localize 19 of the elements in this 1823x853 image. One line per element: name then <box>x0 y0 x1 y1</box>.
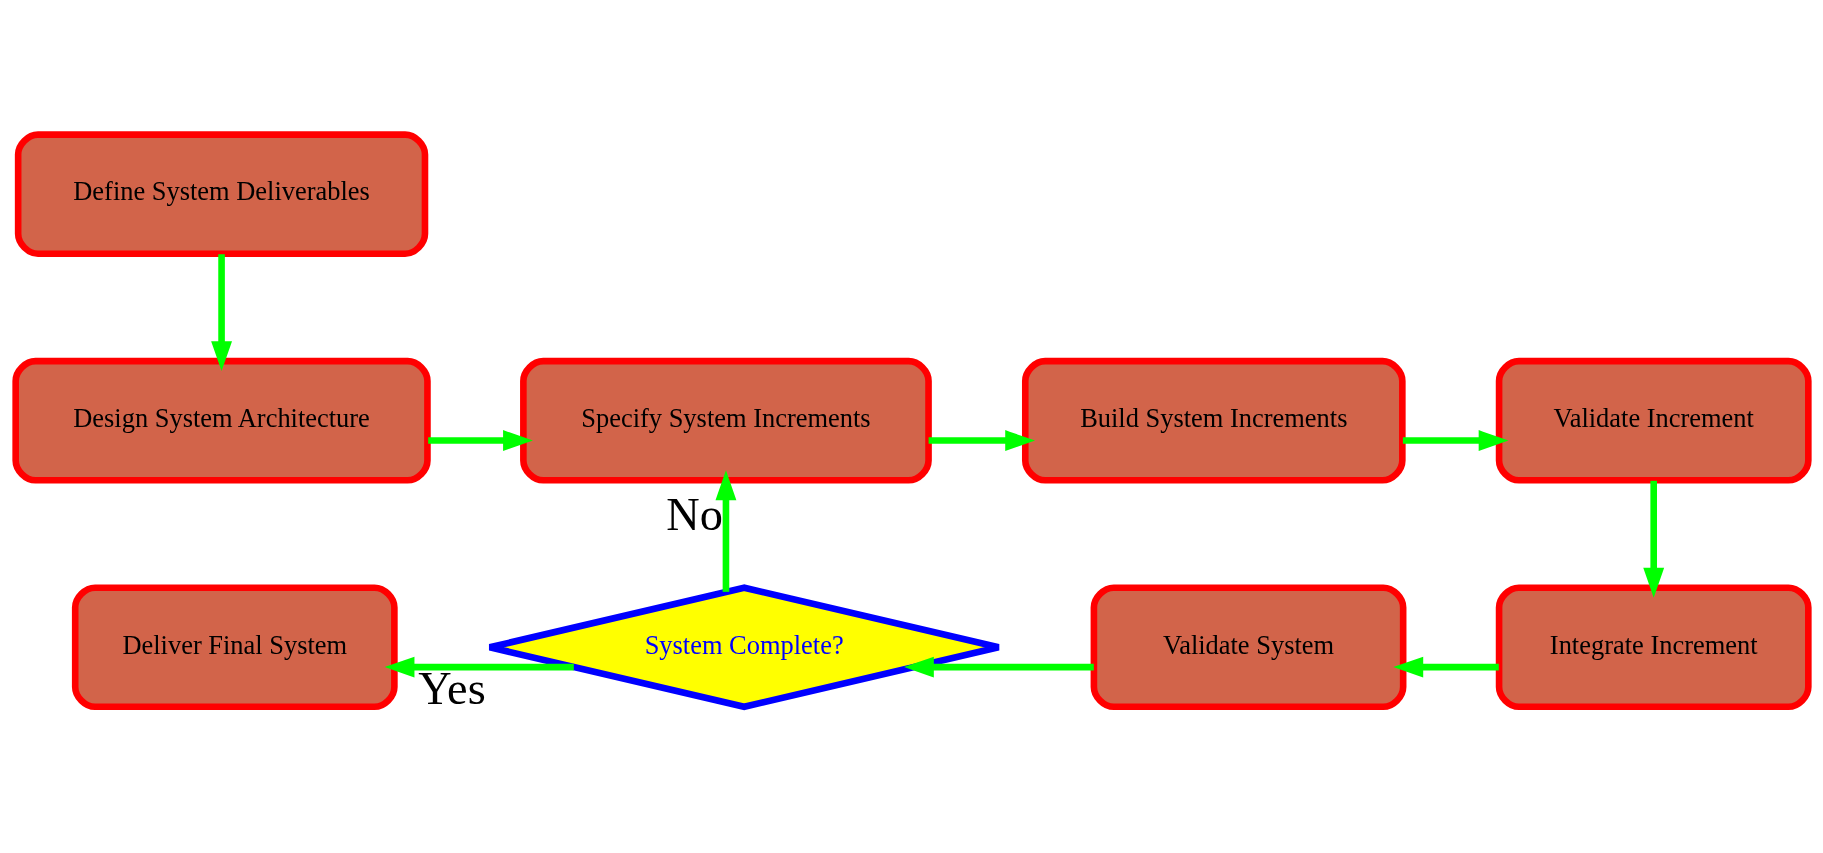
node-box: Specify System Increments <box>519 357 932 484</box>
edge-label: Yes <box>417 663 486 715</box>
arrow <box>928 430 1035 451</box>
arrow <box>1642 480 1664 598</box>
node-box: Build System Increments <box>1021 357 1406 484</box>
edge-label: No <box>665 489 723 541</box>
arrow <box>1392 656 1499 678</box>
arrow <box>903 656 1094 678</box>
arrow <box>210 254 232 372</box>
arrow <box>1402 430 1509 451</box>
node-box: Integrate Increment <box>1495 584 1812 711</box>
node-box: Define System Deliverables <box>14 131 428 257</box>
node-box: Deliver Final System <box>71 584 398 711</box>
arrow <box>427 430 533 451</box>
node-box: Validate Increment <box>1495 357 1812 484</box>
node-box: Validate System <box>1090 584 1406 711</box>
arrow <box>384 656 574 678</box>
arrow <box>715 470 736 592</box>
node-box: Design System Architecture <box>11 357 431 484</box>
